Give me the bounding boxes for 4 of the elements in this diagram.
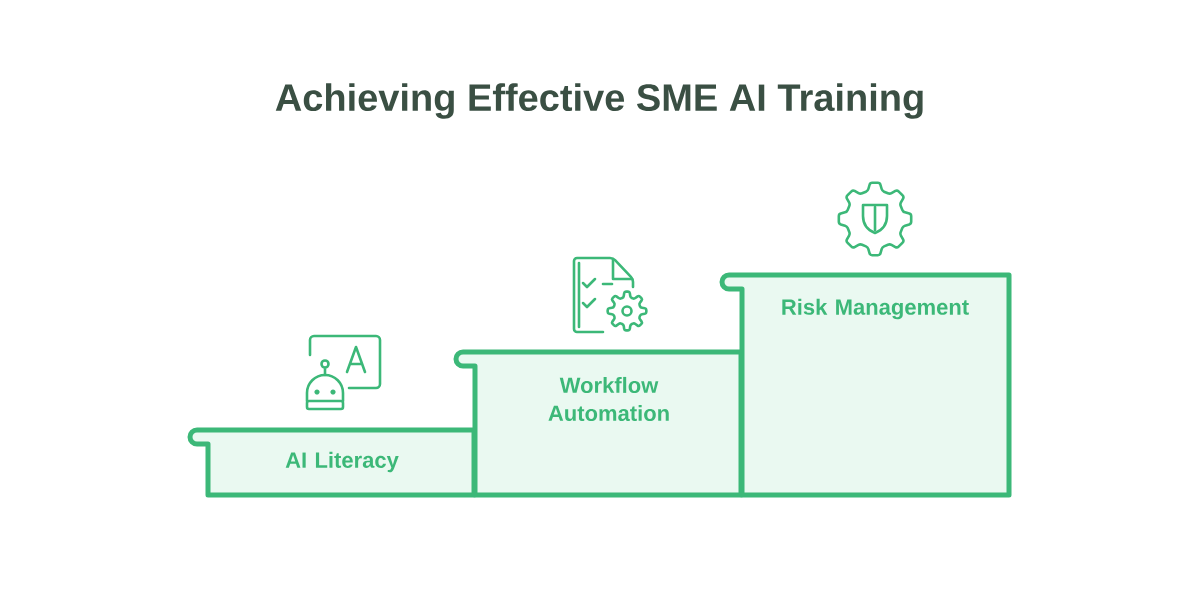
title: Achieving Effective SME AI Training: [275, 83, 923, 119]
step-box: AI Literacy: [187, 427, 477, 498]
step-box: Risk Management: [719, 272, 1012, 498]
step-box: Workflow Automation: [453, 349, 744, 498]
